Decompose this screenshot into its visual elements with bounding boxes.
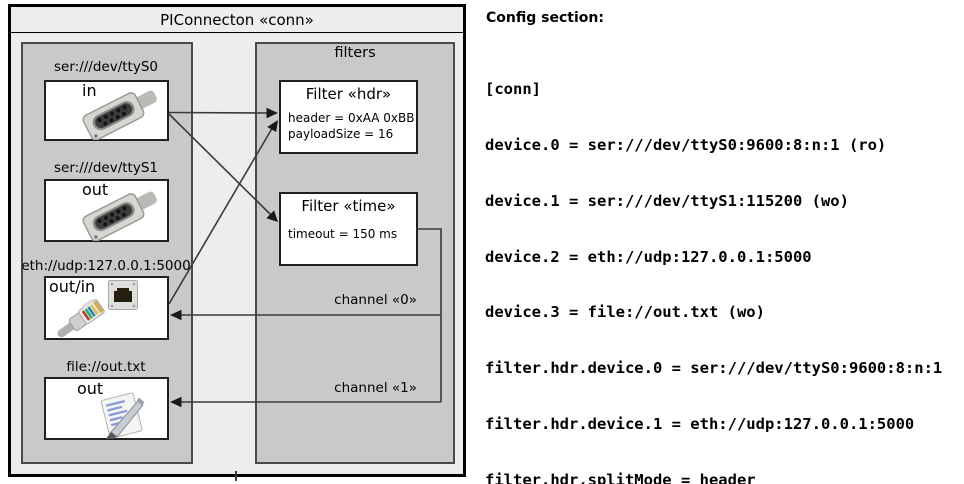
device-label-eth: eth://udp:127.0.0.1:5000 xyxy=(21,258,191,274)
filter-title: Filter «time» xyxy=(301,197,396,215)
notepad-icon xyxy=(100,392,145,439)
channel-0-label: channel «0» xyxy=(334,292,417,308)
config-heading: Config section: xyxy=(486,10,604,26)
filter-box-hdr: Filter «hdr» header = 0xAA 0xBB payloadS… xyxy=(279,80,418,154)
port-direction-label: out xyxy=(82,180,109,199)
device-box-ttys0: in xyxy=(44,80,169,141)
config-line: filter.hdr.device.0 = ser:///dev/ttyS0:9… xyxy=(485,359,943,378)
config-line: device.0 = ser:///dev/ttyS0:9600:8:n:1 (… xyxy=(485,135,887,154)
device-box-eth: out/in xyxy=(44,276,169,340)
config-text: [conn] device.0 = ser:///dev/ttyS0:9600:… xyxy=(485,43,952,484)
filters-panel-title: filters xyxy=(334,45,376,61)
config-line: [conn] xyxy=(485,80,541,99)
device-box-file: out xyxy=(44,377,169,440)
channel-1-label: channel «1» xyxy=(334,380,417,396)
ethernet-port-icon xyxy=(108,280,138,310)
device-label-ttys1: ser:///dev/ttyS1 xyxy=(54,160,158,176)
ethernet-cable-icon xyxy=(57,299,105,338)
filter-title: Filter «hdr» xyxy=(305,85,392,103)
filter-box-time: Filter «time» timeout = 150 ms xyxy=(279,192,418,266)
config-line: device.1 = ser:///dev/ttyS1:115200 (wo) xyxy=(485,191,849,210)
config-line: filter.hdr.device.1 = eth://udp:127.0.0.… xyxy=(485,414,915,433)
filter-property: header = 0xAA 0xBB xyxy=(288,111,415,125)
filter-property: payloadSize = 16 xyxy=(288,126,394,141)
config-line: device.3 = file://out.txt (wo) xyxy=(485,303,765,322)
diagram-title: PIConnecton «conn» xyxy=(11,7,463,33)
config-line: filter.hdr.splitMode = header xyxy=(485,470,756,484)
device-box-ttys1: out xyxy=(44,179,169,242)
device-label-file: file://out.txt xyxy=(66,359,146,375)
port-direction-label: out/in xyxy=(49,277,96,296)
serial-connector-icon xyxy=(82,90,157,140)
filter-property: timeout = 150 ms xyxy=(288,227,398,241)
device-label-ttys0: ser:///dev/ttyS0 xyxy=(54,59,158,75)
port-direction-label: in xyxy=(82,81,97,100)
serial-connector-icon xyxy=(82,191,157,241)
port-direction-label: out xyxy=(77,379,104,398)
config-line: device.2 = eth://udp:127.0.0.1:5000 xyxy=(485,247,812,266)
